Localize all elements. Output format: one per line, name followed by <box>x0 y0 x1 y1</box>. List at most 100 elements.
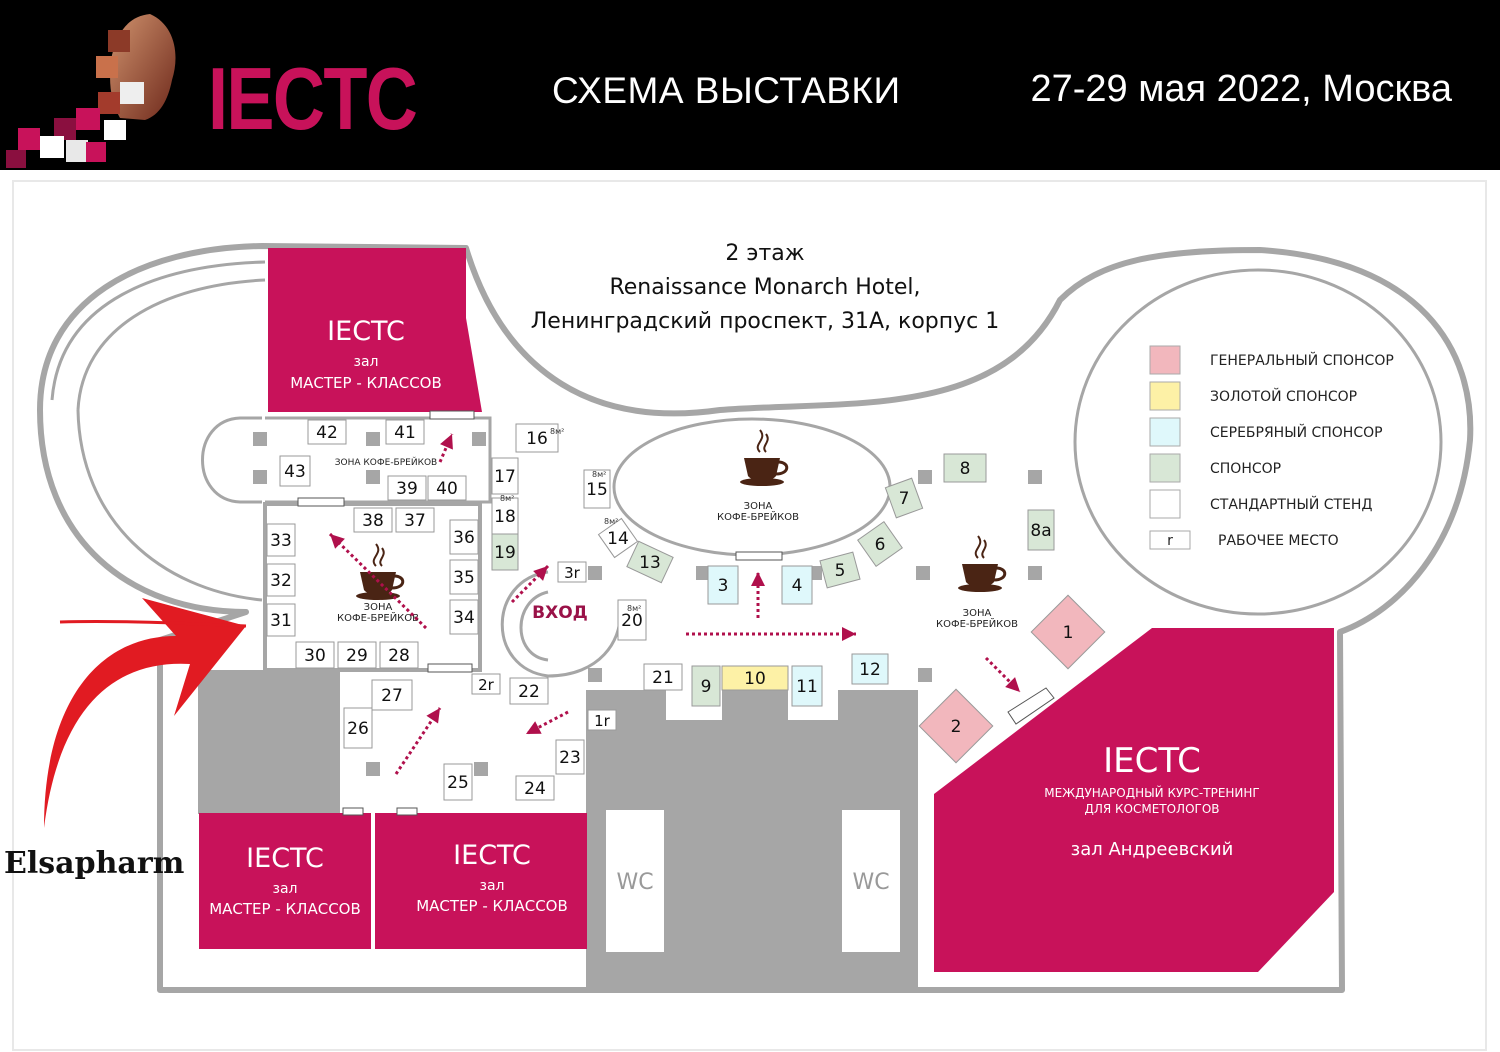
booth-20[interactable] <box>617 599 647 641</box>
booth-2[interactable] <box>918 688 994 764</box>
legend-swatch-standard <box>1149 489 1181 519</box>
columns <box>253 432 1042 776</box>
booth-9[interactable] <box>691 665 721 707</box>
booth-label-12: 12 <box>859 660 881 680</box>
booth-14[interactable] <box>597 517 639 559</box>
booth-label-27: 27 <box>381 686 403 706</box>
flow-arrow-line <box>984 656 1022 694</box>
booth-1r[interactable] <box>587 709 617 731</box>
wc-right <box>842 810 900 952</box>
booth-36[interactable] <box>449 519 479 555</box>
hall-bottom-left-sub: зал <box>273 881 298 897</box>
flow-arrow-head <box>330 534 345 549</box>
booth-5[interactable] <box>819 551 861 589</box>
booth-41[interactable] <box>385 419 425 445</box>
booth-30[interactable] <box>295 641 335 669</box>
booth-label-10: 10 <box>744 669 766 689</box>
booth-label-3r: 3r <box>564 564 581 582</box>
booth-label-20: 20 <box>621 611 643 631</box>
coffee-cup-icon <box>958 535 1007 592</box>
hotel-label: Renaissance Monarch Hotel, <box>609 275 920 300</box>
booth-label-8a: 8a <box>1030 521 1051 541</box>
booth-29[interactable] <box>337 641 377 669</box>
door <box>735 551 783 561</box>
booth-4[interactable] <box>781 565 813 605</box>
booth-18[interactable] <box>491 497 519 535</box>
booth-3r[interactable] <box>557 561 587 583</box>
booth-label-8: 8 <box>960 459 971 479</box>
booth-32[interactable] <box>266 563 296 597</box>
wc-left-label: WC <box>616 870 653 895</box>
booth-24[interactable] <box>515 775 555 801</box>
right-coffee-label-2: КОФЕ-БРЕЙКОВ <box>936 617 1018 630</box>
booth-label-6: 6 <box>875 535 886 555</box>
door <box>396 807 418 816</box>
booth-label-2r: 2r <box>478 676 495 694</box>
flow-arrow-line <box>328 532 428 630</box>
hall-top-left-name: МАСТЕР - КЛАССОВ <box>290 374 442 392</box>
door <box>429 410 475 420</box>
logo-face-icon <box>6 14 176 168</box>
booth-label-4: 4 <box>792 576 803 596</box>
booth-10[interactable] <box>721 665 789 691</box>
coffee-zone-inline-label: ЗОНА КОФЕ-БРЕЙКОВ <box>335 456 437 468</box>
legend-swatch-workplace <box>1149 530 1191 550</box>
booth-shape-2 <box>918 688 994 764</box>
booth-31[interactable] <box>266 603 296 637</box>
booth-3[interactable] <box>707 565 739 605</box>
building-walls <box>37 243 1474 993</box>
booth-7[interactable] <box>884 477 924 519</box>
hall-bottom-left-title: IECTC <box>246 843 324 874</box>
booth-label-2: 2 <box>951 717 962 737</box>
left-loop-inner-2 <box>76 278 266 411</box>
legend-swatch-sponsor <box>1149 453 1181 483</box>
red-arrow-swoosh <box>59 619 247 628</box>
booth-34[interactable] <box>449 599 479 635</box>
room-coffee-label: ЗОНА <box>364 602 393 613</box>
booth-23[interactable] <box>555 739 585 775</box>
hall-top-left-sub: зал <box>354 354 379 370</box>
booth-37[interactable] <box>395 507 435 533</box>
booth-25[interactable] <box>443 763 473 801</box>
legend-label-general: ГЕНЕРАЛЬНЫЙ СПОНСОР <box>1210 351 1394 369</box>
booth-13[interactable] <box>626 540 674 584</box>
legend-label-silver: СЕРЕБРЯНЫЙ СПОНСОР <box>1210 423 1383 441</box>
booth-39[interactable] <box>387 475 427 501</box>
booth-12[interactable] <box>851 653 889 685</box>
booth-15[interactable] <box>583 469 611 509</box>
coffee-cup-icon <box>740 429 789 486</box>
booth-43[interactable] <box>279 455 311 487</box>
booth-19[interactable] <box>491 533 519 571</box>
booth-21[interactable] <box>643 663 683 691</box>
booth-2r[interactable] <box>471 673 501 695</box>
booth-6[interactable] <box>857 521 903 567</box>
booth-label-19: 19 <box>494 543 516 563</box>
booth-22[interactable] <box>509 677 549 705</box>
booth-42[interactable] <box>307 419 347 445</box>
booth-8a[interactable] <box>1027 509 1055 551</box>
booth-33[interactable] <box>266 523 296 557</box>
booth-label-29: 29 <box>346 646 368 666</box>
booth-28[interactable] <box>379 641 419 669</box>
booth-label-5: 5 <box>835 561 846 581</box>
booth-38[interactable] <box>353 507 393 533</box>
booth-label-23: 23 <box>559 748 581 768</box>
booth-27[interactable] <box>371 679 413 711</box>
booth-label-35: 35 <box>453 568 475 588</box>
booth-40[interactable] <box>427 475 467 501</box>
booth-17[interactable] <box>491 457 519 495</box>
booth-35[interactable] <box>449 559 479 595</box>
booth-11[interactable] <box>791 665 823 707</box>
booth-label-25: 25 <box>447 773 469 793</box>
booth-label-31: 31 <box>270 611 292 631</box>
booth-8[interactable] <box>943 453 987 483</box>
booth-26[interactable] <box>343 707 373 749</box>
hall-andreevsky-line1: МЕЖДУНАРОДНЫЙ КУРС-ТРЕНИНГ <box>1044 785 1260 800</box>
booth-16[interactable] <box>515 423 559 453</box>
booth-label-33: 33 <box>270 531 292 551</box>
floor-label: 2 этаж <box>725 241 804 266</box>
booth-1[interactable] <box>1030 594 1106 670</box>
area-label-14: 8м² <box>604 517 618 526</box>
